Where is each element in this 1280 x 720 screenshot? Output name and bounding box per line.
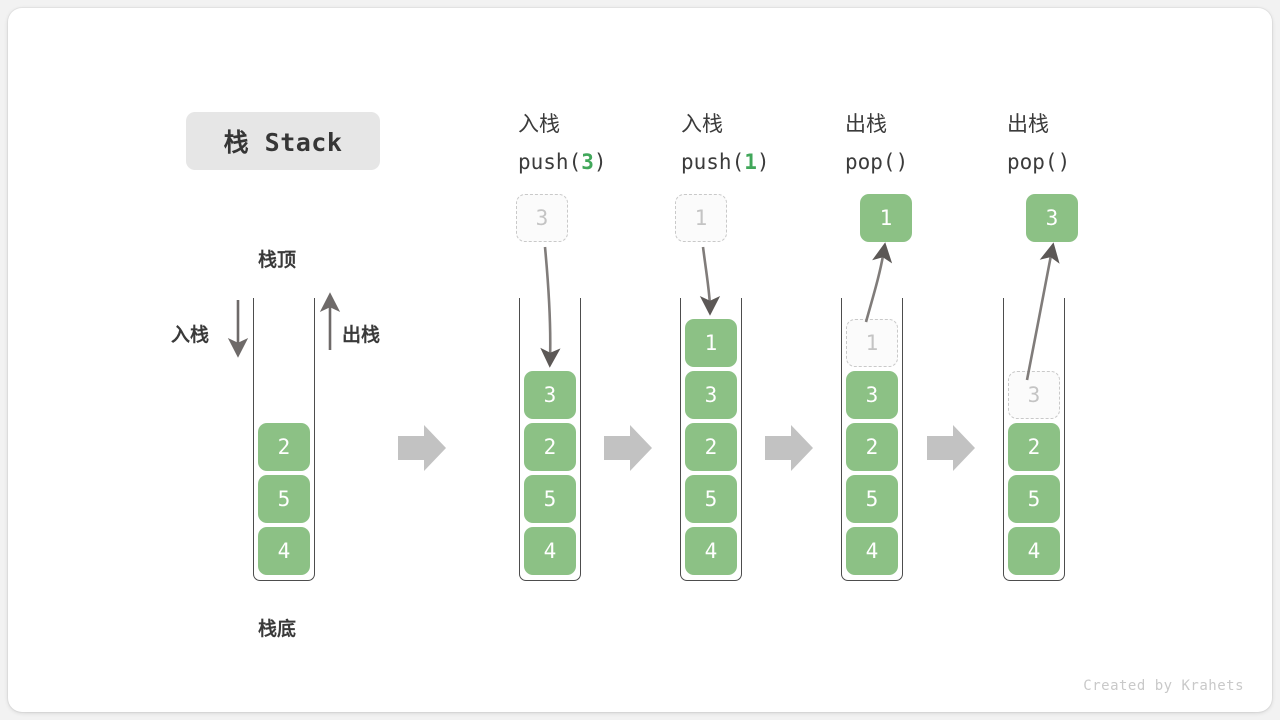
stack-cell: 4 — [1008, 527, 1060, 575]
step-op-code-prefix: pop( — [1007, 150, 1058, 174]
stack-cell: 2 — [685, 423, 737, 471]
stack-cell: 3 — [524, 371, 576, 419]
stack-cell: 2 — [258, 423, 310, 471]
stack-top-label: 栈顶 — [258, 249, 297, 271]
stack-bottom-label: 栈底 — [258, 618, 297, 640]
pop-direction-label: 出栈 — [342, 324, 381, 346]
step-header-push-1: 入栈 push(1) — [681, 105, 770, 181]
stack-cell: 5 — [846, 475, 898, 523]
step-op-cn: 入栈 — [681, 112, 723, 136]
step-op-code-suffix: ) — [756, 150, 770, 174]
stack-cell: 2 — [1008, 423, 1060, 471]
stack-cell: 5 — [524, 475, 576, 523]
stack-cell: 1 — [685, 319, 737, 367]
step-op-code-prefix: push( — [518, 150, 582, 174]
step-header-pop-1: 出栈 pop() — [845, 105, 908, 181]
stack-container-push-1 — [680, 298, 742, 581]
step-header-pop-3: 出栈 pop() — [1007, 105, 1070, 181]
stack-cell: 5 — [1008, 475, 1060, 523]
stack-cell: 5 — [258, 475, 310, 523]
stack-container-push-3 — [519, 298, 581, 581]
step-op-code-arg: 1 — [744, 150, 757, 174]
floating-cell-push-1: 1 — [675, 194, 727, 242]
stack-cell: 3 — [1008, 371, 1060, 419]
floating-cell-pop-3: 3 — [1026, 194, 1078, 242]
floating-cell-pop-1: 1 — [860, 194, 912, 242]
title-badge: 栈 Stack — [186, 112, 380, 170]
stack-cell: 1 — [846, 319, 898, 367]
step-op-code-suffix: ) — [1057, 150, 1071, 174]
push-direction-label: 入栈 — [171, 324, 210, 346]
stack-cell: 4 — [258, 527, 310, 575]
step-op-code-prefix: pop( — [845, 150, 896, 174]
step-op-cn: 出栈 — [1007, 112, 1049, 136]
stack-cell: 4 — [524, 527, 576, 575]
step-header-push-3: 入栈 push(3) — [518, 105, 607, 181]
stack-cell: 2 — [524, 423, 576, 471]
stack-cell: 2 — [846, 423, 898, 471]
stack-cell: 3 — [846, 371, 898, 419]
credit-text: Created by Krahets — [1083, 678, 1244, 694]
stack-cell: 4 — [846, 527, 898, 575]
stack-container-pop-3 — [1003, 298, 1065, 581]
step-op-cn: 入栈 — [518, 112, 560, 136]
stack-cell: 3 — [685, 371, 737, 419]
stack-cell: 5 — [685, 475, 737, 523]
step-op-code-suffix: ) — [593, 150, 607, 174]
step-op-code-prefix: push( — [681, 150, 745, 174]
stack-cell: 4 — [685, 527, 737, 575]
stack-container-initial — [253, 298, 315, 581]
step-op-cn: 出栈 — [845, 112, 887, 136]
floating-cell-push-3: 3 — [516, 194, 568, 242]
step-op-code-arg: 3 — [581, 150, 594, 174]
stack-container-pop-1 — [841, 298, 903, 581]
step-op-code-suffix: ) — [895, 150, 909, 174]
